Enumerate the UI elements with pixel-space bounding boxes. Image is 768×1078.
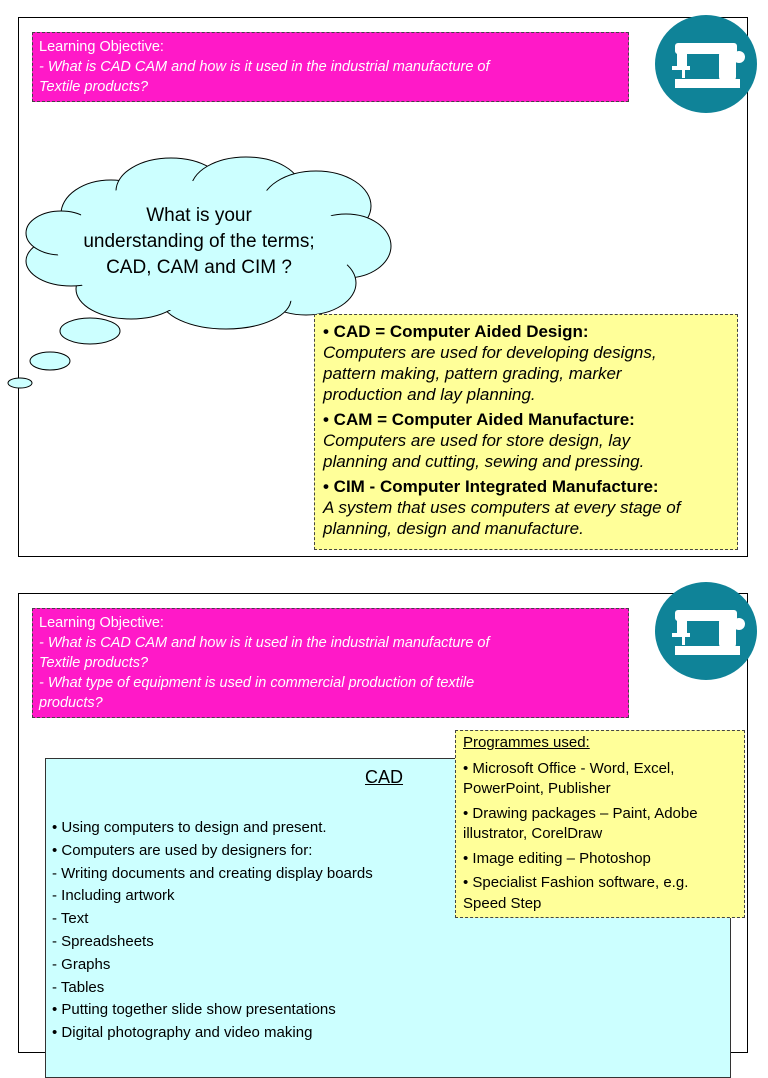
definition-line: Computers are used for developing design… [323,343,657,362]
objective-line: - What is CAD CAM and how is it used in … [39,635,490,651]
cad-uses-list: • Using computers to design and present.… [52,817,373,1045]
objective-line: Textile products? [39,79,149,95]
programme-item: • Drawing packages – Paint, Adobe illust… [463,804,737,845]
cad-definition-heading: • CAD = Computer Aided Design: [323,322,589,341]
objective-title: Learning Objective: [39,39,164,55]
sewing-machine-icon [655,582,757,680]
cad-title: CAD [365,767,404,787]
cloud-line: What is your [146,205,252,226]
programmes-title: Programmes used: [463,734,590,751]
programme-line: • Drawing packages – Paint, Adobe [463,804,698,822]
learning-objective-box: Learning Objective: - What is CAD CAM an… [32,32,629,102]
objective-line: - What is CAD CAM and how is it used in … [39,59,490,75]
objective-line: products? [39,695,103,711]
objective-line: Textile products? [39,655,149,671]
list-item: • Digital photography and video making [52,1024,313,1042]
programmes-box: Programmes used: • Microsoft Office - Wo… [455,730,745,918]
learning-objective-box: Learning Objective: - What is CAD CAM an… [32,608,629,718]
thought-cloud [7,156,392,389]
definition-line: Computers are used for store design, lay [323,431,631,450]
cim-definition-text: A system that uses computers at every st… [323,497,729,539]
list-item: - Spreadsheets [52,932,154,950]
programme-line: • Specialist Fashion software, e.g. [463,874,689,891]
objective-line: - What type of equipment is used in comm… [39,675,475,691]
programme-line: • Microsoft Office - Word, Excel, [463,759,675,777]
cad-definition-text: Computers are used for developing design… [323,342,729,405]
list-item: - Tables [52,978,105,996]
slide-2: Learning Objective: - What is CAD CAM an… [18,593,748,1078]
programme-item: • Specialist Fashion software, e.g. Spee… [463,873,737,914]
programme-line: illustrator, CorelDraw [463,825,603,842]
cam-definition-text: Computers are used for store design, lay… [323,430,729,472]
definitions-box: • CAD = Computer Aided Design: Computers… [314,314,738,550]
programme-line: • Image editing – Photoshop [463,849,651,867]
cloud-line: understanding of the terms; [83,231,315,252]
list-item: - Writing documents and creating display… [52,864,373,882]
sewing-machine-icon [655,15,757,113]
list-item: • Using computers to design and present. [52,819,327,836]
definition-line: planning and cutting, sewing and pressin… [323,452,645,471]
list-item: • Computers are used by designers for: [52,841,313,859]
list-item: - Text [52,910,89,928]
programme-line: Speed Step [463,894,542,912]
cloud-line: CAD, CAM and CIM ? [106,257,292,278]
definition-line: planning, design and manufacture. [323,519,584,538]
programme-item: • Microsoft Office - Word, Excel, PowerP… [463,759,737,800]
cim-definition-heading: • CIM - Computer Integrated Manufacture: [323,477,659,496]
programme-item: • Image editing – Photoshop [463,849,737,870]
objective-title: Learning Objective: [39,615,164,631]
programme-line: PowerPoint, Publisher [463,780,611,797]
list-item: - Graphs [52,955,111,973]
slide-1: Learning Objective: - What is CAD CAM an… [7,17,748,557]
list-item: • Putting together slide show presentati… [52,1001,336,1019]
definition-line: production and lay planning. [323,385,536,404]
cloud-question: What is your understanding of the terms;… [49,203,349,281]
definition-line: pattern making, pattern grading, marker [323,364,622,383]
cam-definition-heading: • CAM = Computer Aided Manufacture: [323,410,635,429]
definition-line: A system that uses computers at every st… [323,498,681,517]
list-item: - Including artwork [52,887,175,905]
